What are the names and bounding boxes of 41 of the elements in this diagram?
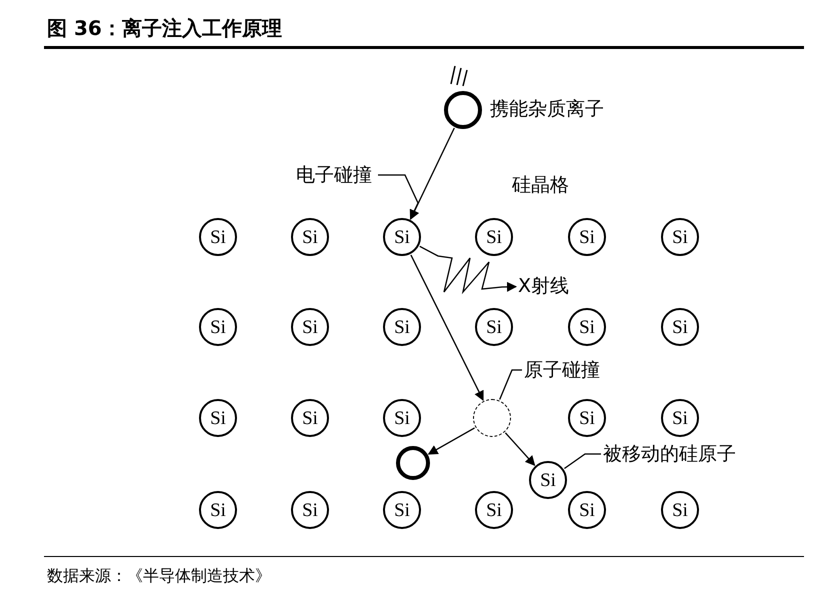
si-atom: Si bbox=[568, 218, 606, 256]
arrow bbox=[410, 254, 484, 401]
si-atom: Si bbox=[383, 218, 421, 256]
si-atom: Si bbox=[199, 218, 237, 256]
si-atom: Si bbox=[661, 491, 699, 529]
figure-title: 图 36：离子注入工作原理 bbox=[47, 15, 282, 42]
si-atom: Si bbox=[475, 491, 513, 529]
si-atom: Si bbox=[568, 308, 606, 346]
si-atom: Si bbox=[383, 399, 421, 437]
si-atom: Si bbox=[661, 218, 699, 256]
annotation-text: 原子碰撞 bbox=[524, 357, 606, 383]
source-caption: 数据来源：《半导体制造技术》 bbox=[47, 565, 271, 587]
si-atom: Si bbox=[568, 491, 606, 529]
lattice-label: 硅晶格 bbox=[512, 173, 569, 198]
impurity-ion bbox=[444, 91, 482, 129]
arrow bbox=[410, 128, 455, 220]
si-atom: Si bbox=[661, 399, 699, 437]
si-atom: Si bbox=[291, 218, 329, 256]
si-atom: Si bbox=[475, 218, 513, 256]
si-atom: Si bbox=[383, 491, 421, 529]
si-atom: Si bbox=[475, 308, 513, 346]
impurity-ion bbox=[396, 446, 430, 480]
leader-line bbox=[499, 369, 522, 400]
si-atom: Si bbox=[661, 308, 699, 346]
arrow bbox=[504, 432, 536, 466]
si-atom: Si bbox=[383, 308, 421, 346]
arrow bbox=[378, 174, 419, 220]
leader-line bbox=[564, 453, 601, 470]
si-atom: Si bbox=[199, 399, 237, 437]
si-atom: Si bbox=[291, 308, 329, 346]
annotation-text: 电子碰撞 bbox=[296, 162, 376, 188]
si-atom: Si bbox=[529, 461, 567, 499]
si-atom: Si bbox=[291, 399, 329, 437]
node-caption: 携能杂质离子 bbox=[490, 97, 604, 122]
si-atom: Si bbox=[291, 491, 329, 529]
si-atom: Si bbox=[199, 491, 237, 529]
si-atom: Si bbox=[199, 308, 237, 346]
annotation-text: 被移动的硅原子 bbox=[603, 441, 751, 467]
si-atom: Si bbox=[568, 399, 606, 437]
arrow bbox=[419, 246, 517, 294]
annotation-text: X射线 bbox=[518, 272, 588, 300]
